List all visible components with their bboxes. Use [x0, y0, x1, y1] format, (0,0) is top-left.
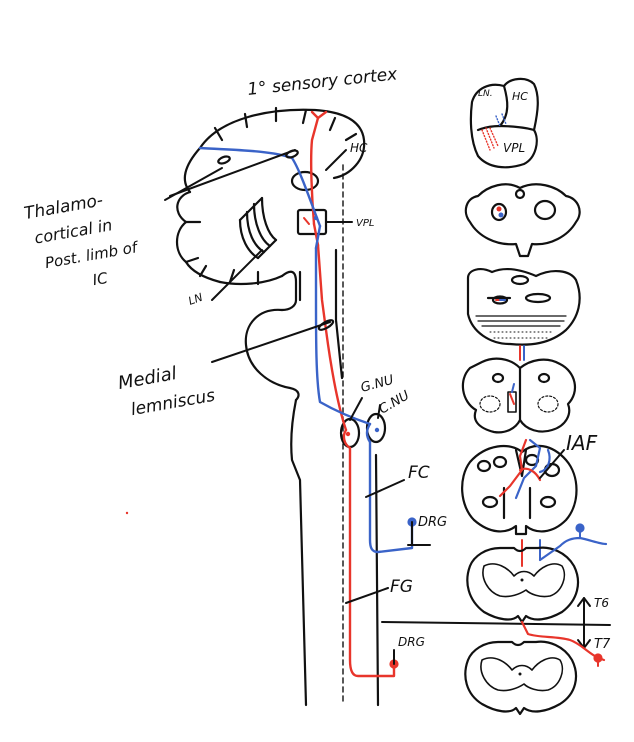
label-t7: T7 [594, 637, 611, 652]
pons-section [468, 269, 580, 345]
label-iaf: IAF [566, 431, 598, 455]
label-primary-sensory-cortex: 1° sensory cortex [246, 64, 399, 100]
label-vpl: VPL [356, 218, 374, 229]
cuneate-nucleus [367, 414, 385, 442]
svg-text:IC: IC [91, 269, 109, 289]
label-gracile-nucleus: G.NU [359, 373, 396, 396]
label-drg-upper: DRG [418, 515, 447, 530]
svg-text:Medial: Medial [116, 363, 178, 394]
label-fc: FC [408, 463, 430, 483]
label-fg: FG [390, 577, 413, 597]
label-cuneate-nucleus: C.NU [377, 388, 413, 417]
label-hc: HC [350, 141, 368, 155]
label-drg-lower: DRG [398, 635, 425, 649]
label-medial-lemniscus: Medial lemniscus [116, 357, 216, 421]
midbrain-section [466, 184, 580, 256]
label-t6: T6 [594, 596, 609, 610]
thalamus-section: LN. HC VPL [471, 79, 538, 167]
svg-text:VPL: VPL [503, 141, 525, 155]
svg-text:lemniscus: lemniscus [129, 386, 216, 420]
red-pathway [311, 112, 394, 676]
svg-text:HC: HC [512, 90, 528, 103]
label-thalamocortical: Thalamo- cortical in Post. limb of IC [23, 186, 146, 299]
t6-t7-arrow [578, 598, 590, 648]
spinal-section-t7 [465, 642, 576, 714]
label-ln: LN [187, 291, 205, 308]
upper-medulla-section [463, 359, 575, 433]
svg-text:LN.: LN. [478, 89, 493, 99]
